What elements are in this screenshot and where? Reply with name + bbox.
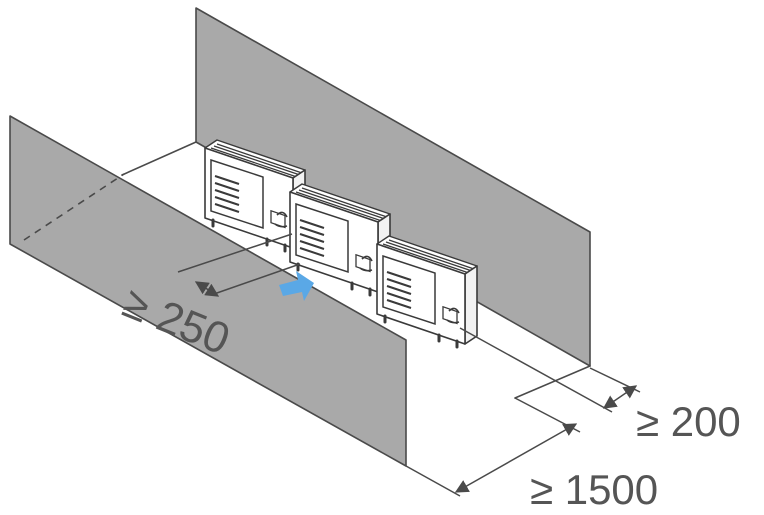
- floor-edge-right: [514, 365, 591, 399]
- airflow-arrow-icon: [279, 271, 314, 301]
- hidden-edge: [23, 173, 125, 241]
- front-clearance-label: ≥ 1500: [530, 466, 658, 513]
- top-clearance-dimension: [459, 327, 641, 413]
- floor-edge-back: [121, 141, 197, 176]
- top-clearance-label: ≥ 200: [636, 398, 741, 445]
- front-clearance-dimension: [405, 397, 581, 497]
- side-clearance-dimension: [177, 233, 301, 297]
